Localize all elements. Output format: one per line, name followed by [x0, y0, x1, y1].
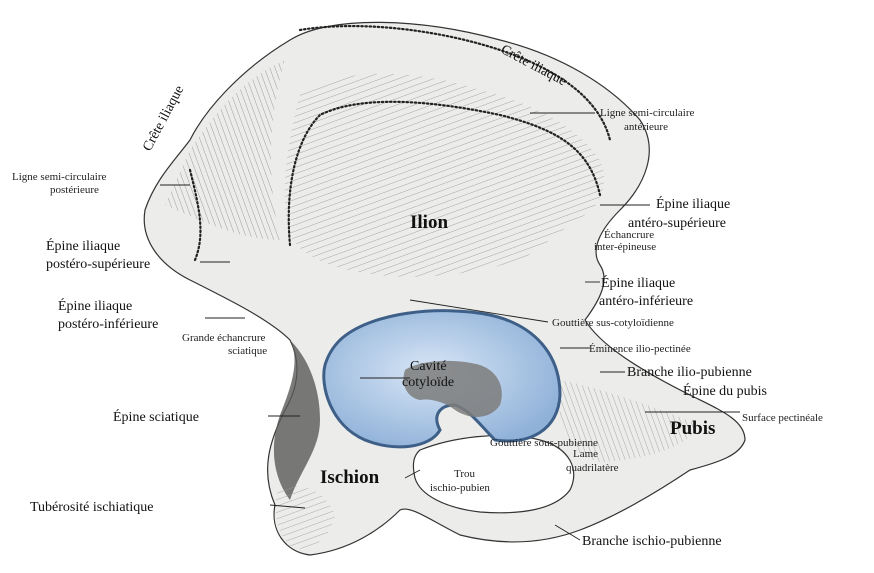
label-trou-2: ischio-pubien	[430, 482, 490, 494]
label-epine-post-sup-2: postéro-supérieure	[46, 257, 150, 272]
label-echancrure-2: inter-épineuse	[594, 241, 656, 253]
label-trou-1: Trou	[454, 468, 475, 480]
label-pubis: Pubis	[670, 418, 715, 439]
label-ligne-semi-ant-2: antérieure	[624, 121, 668, 133]
label-epine-post-sup-1: Épine iliaque	[46, 237, 120, 254]
label-lame-1: Lame	[573, 448, 598, 460]
label-echancrure-1: Échancrure	[604, 229, 654, 241]
label-ilion: Ilion	[410, 212, 448, 233]
label-epine-pubis: Épine du pubis	[683, 382, 767, 399]
label-cavite-2: cotyloïde	[402, 375, 454, 390]
label-branche-ilio: Branche ilio-pubienne	[627, 365, 752, 380]
label-ligne-semi-ant-1: Ligne semi-circulaire	[600, 107, 694, 119]
label-epine-post-inf-1: Épine iliaque	[58, 297, 132, 314]
label-epine-sciatique: Épine sciatique	[113, 408, 199, 425]
label-epine-ant-inf-2: antéro-inférieure	[599, 294, 693, 309]
label-gouttiere-sus: Gouttière sus-cotyloïdienne	[552, 317, 674, 329]
label-epine-ant-inf-1: Épine iliaque	[601, 274, 675, 291]
label-branche-ischio: Branche ischio-pubienne	[582, 534, 722, 549]
label-grande-echancrure-1: Grande échancrure	[182, 332, 265, 344]
label-cavite-1: Cavité	[410, 359, 447, 374]
label-crete-iliaque-left: Crête iliaque	[140, 83, 187, 154]
label-tuberosite: Tubérosité ischiatique	[30, 500, 154, 515]
label-grande-echancrure-2: sciatique	[228, 345, 267, 357]
label-epine-post-inf-2: postéro-inférieure	[58, 317, 158, 332]
label-surface-pectineale: Surface pectinéale	[742, 412, 823, 424]
label-ligne-semi-post-2: postérieure	[50, 184, 99, 196]
label-epine-ant-sup-1: Épine iliaque	[656, 195, 730, 212]
label-eminence: Éminence ilio-pectinée	[589, 343, 691, 355]
label-ischion: Ischion	[320, 467, 380, 488]
label-ligne-semi-post-1: Ligne semi-circulaire	[12, 171, 106, 183]
label-lame-2: quadrilatère	[566, 462, 619, 474]
